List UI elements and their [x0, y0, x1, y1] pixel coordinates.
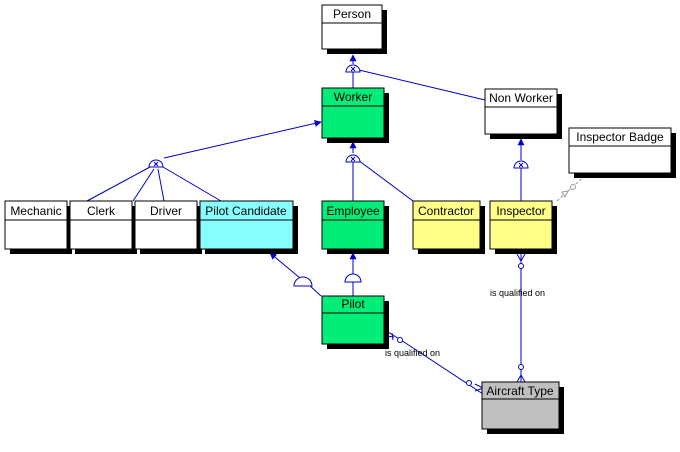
mechanic-split-line — [86, 166, 151, 202]
clerk-split-line — [132, 168, 155, 202]
candidate-pilot-arrow — [269, 252, 301, 279]
entity-worker[interactable]: Worker — [321, 87, 389, 143]
nonworker-to-split-line — [358, 69, 486, 101]
candidate-pilot-discriminator — [293, 276, 313, 287]
entity-person[interactable]: Person — [321, 4, 387, 54]
pilot-aircraft-label: is qualified on — [385, 348, 440, 358]
inspector-aircraft-label: is qualified on — [490, 288, 545, 298]
cardinality-symbols — [384, 253, 526, 392]
discriminator-x-marks — [153, 66, 524, 168]
entity-pilot-candidate-label: Pilot Candidate — [205, 204, 287, 218]
worker-left-split-arrow — [163, 119, 322, 159]
pilotcand-split-line — [162, 166, 222, 202]
employee-pilot-discriminator — [344, 273, 362, 283]
entity-aircraft-type[interactable]: Aircraft Type — [481, 381, 564, 434]
entity-driver[interactable]: Driver — [134, 200, 202, 254]
entity-non-worker[interactable]: Non Worker — [484, 88, 562, 139]
entity-pilot-candidate[interactable]: Pilot Candidate — [199, 200, 298, 254]
contractor-split-line — [357, 159, 414, 202]
entity-driver-label: Driver — [150, 204, 182, 218]
entity-clerk[interactable]: Clerk — [69, 200, 137, 254]
entity-non-worker-label: Non Worker — [489, 91, 553, 105]
driver-split-line — [157, 168, 165, 202]
connectors — [86, 54, 525, 395]
entity-person-label: Person — [333, 7, 371, 21]
inspector-badge-connector-symbols — [561, 184, 576, 199]
entity-mechanic-label: Mechanic — [10, 204, 61, 218]
entity-aircraft-type-label: Aircraft Type — [486, 384, 553, 398]
entity-pilot-label: Pilot — [341, 297, 365, 311]
entity-inspector-badge-label: Inspector Badge — [576, 130, 664, 144]
entity-employee-label: Employee — [326, 204, 380, 218]
entity-inspector-label: Inspector — [496, 204, 545, 218]
entity-worker-label: Worker — [334, 90, 372, 104]
entity-pilot[interactable]: Pilot — [321, 295, 389, 349]
entity-inspector-badge[interactable]: Inspector Badge — [568, 127, 676, 178]
entity-mechanic[interactable]: Mechanic — [4, 200, 72, 254]
pilot-aircraft-line — [384, 329, 484, 395]
entity-contractor[interactable]: Contractor — [412, 200, 485, 254]
entity-employee[interactable]: Employee — [321, 200, 389, 254]
entity-clerk-label: Clerk — [87, 204, 116, 218]
entity-inspector[interactable]: Inspector — [489, 200, 557, 254]
entity-contractor-label: Contractor — [418, 204, 474, 218]
